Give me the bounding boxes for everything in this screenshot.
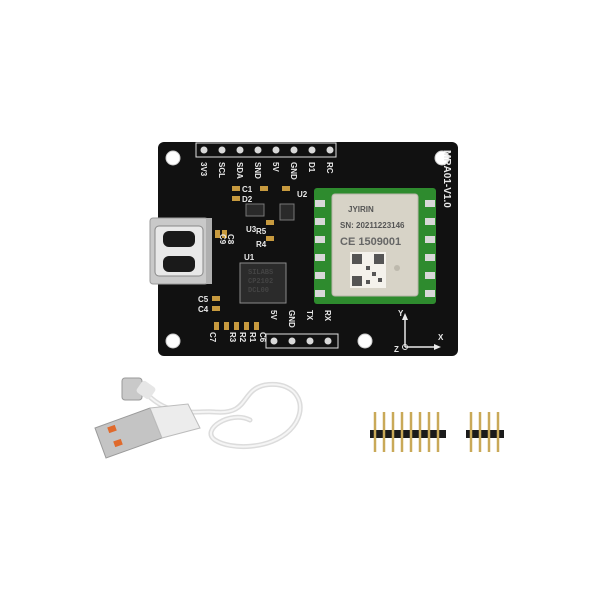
component-labels: C1 D2 U2 R5 R4 U3 C8 C9 U1 C5 C4 R3 R2 R… <box>198 185 308 343</box>
label-bottom-tx: TX <box>305 310 314 321</box>
label-r4: R4 <box>256 240 267 249</box>
label-rc: RC <box>325 162 334 174</box>
mounting-hole-tr <box>434 150 450 166</box>
label-scl: SCL <box>217 162 226 178</box>
label-d2: D2 <box>242 195 253 204</box>
axis-y-label: Y <box>398 309 404 318</box>
mounting-hole-br <box>357 333 373 349</box>
label-c8: C8 <box>226 234 235 245</box>
label-r2: R2 <box>238 332 247 343</box>
module-brand: JYIRIN <box>348 205 374 214</box>
label-u3: U3 <box>246 225 257 234</box>
chip-line-2: CP2102 <box>248 278 273 286</box>
label-bottom-5v: 5V <box>269 310 278 320</box>
mounting-hole-tl <box>165 150 181 166</box>
usb-c-connector <box>149 217 212 285</box>
label-u2: U2 <box>297 190 308 199</box>
label-snd: SND <box>253 162 262 179</box>
mounting-hole-bl <box>165 333 181 349</box>
label-c6: C6 <box>258 332 267 343</box>
label-bottom-rx: RX <box>323 310 332 322</box>
label-3v3: 3V3 <box>199 162 208 177</box>
module-cert: CE 1509001 <box>340 236 401 248</box>
label-sda: SDA <box>235 162 244 179</box>
label-r3: R3 <box>228 332 237 343</box>
bottom-header-labels: 5V GND TX RX <box>269 310 332 328</box>
chip-line-1: SILABS <box>248 269 273 277</box>
label-c5: C5 <box>198 295 209 304</box>
pin-header-8 <box>370 412 446 452</box>
radar-module: JYIRIN SN: 20211223146 CE 1509001 <box>314 188 436 304</box>
module-serial: SN: 20211223146 <box>340 221 405 230</box>
u1-usb-uart-chip: SILABS CP2102 DCL00 <box>239 262 287 304</box>
bottom-header-pins <box>265 333 339 349</box>
label-bottom-gnd: GND <box>287 310 296 328</box>
small-usb-plug <box>121 377 156 401</box>
top-header-pins <box>195 142 337 158</box>
board-name: MRA01-V1.0 <box>441 150 452 208</box>
label-c1: C1 <box>242 185 253 194</box>
smd-components <box>212 186 295 330</box>
label-c9: C9 <box>218 234 227 245</box>
label-r5: R5 <box>256 227 267 236</box>
top-header-labels: 3V3 SCL SDA SND 5V GND D1 RC <box>199 162 334 180</box>
pin-header-4 <box>466 412 504 452</box>
module-castellated-pads <box>315 200 435 297</box>
chip-line-3: DCL00 <box>248 287 269 295</box>
label-u1: U1 <box>244 253 255 262</box>
module-pin1-dot <box>394 265 400 271</box>
label-c4: C4 <box>198 305 209 314</box>
qr-code <box>350 252 386 288</box>
usb-cable <box>94 377 303 459</box>
axis-z-label: Z <box>394 345 399 354</box>
axis-indicator: Y Z X <box>394 309 444 354</box>
label-d1: D1 <box>307 162 316 173</box>
label-r1: R1 <box>248 332 257 343</box>
usb-a-plug <box>94 403 201 459</box>
label-c7: C7 <box>208 332 217 343</box>
label-gnd: GND <box>289 162 298 180</box>
axis-x-label: X <box>438 333 444 342</box>
label-5v: 5V <box>271 162 280 172</box>
